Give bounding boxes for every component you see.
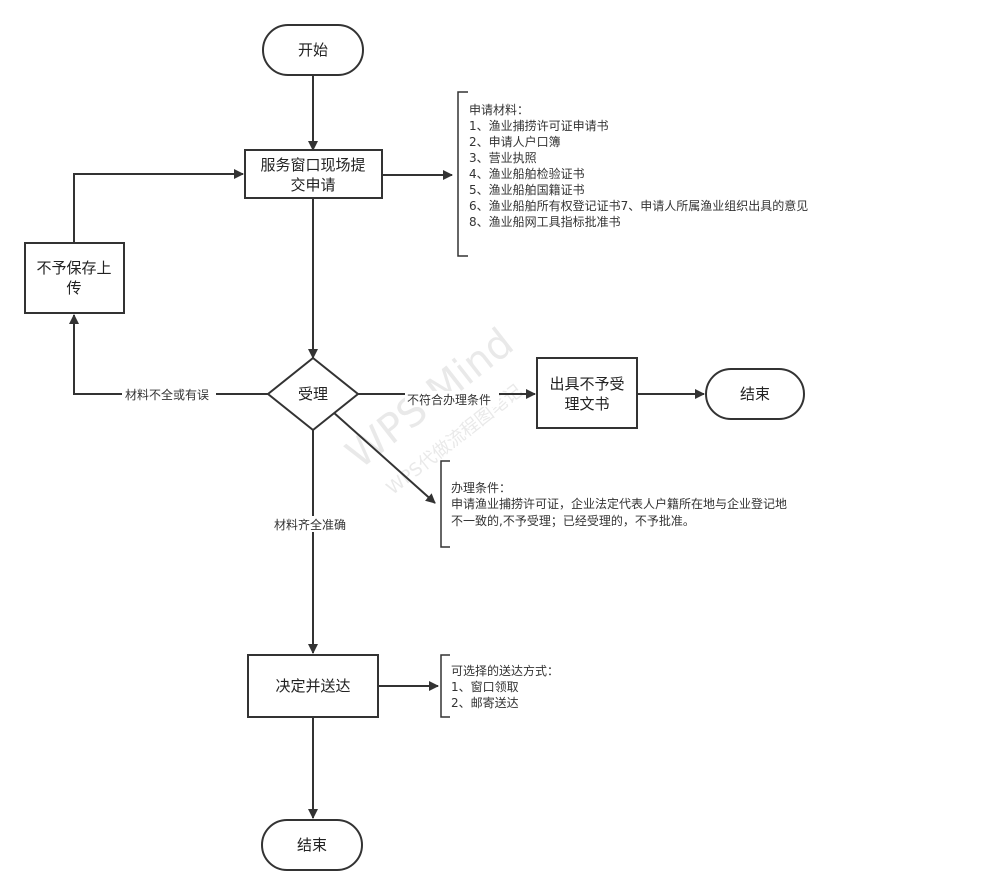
node-submit-line-1: 服务窗口现场提: [260, 156, 365, 174]
note-materials-line-7: 6、渔业船舶所有权登记证书7、申请人所属渔业组织出具的意见: [469, 198, 808, 213]
node-submit: 服务窗口现场提 交申请: [244, 149, 383, 199]
edge-not-saved-to-submit: [73, 169, 244, 243]
note-conditions: 办理条件： 申请渔业捕捞许可证，企业法定代表人户籍所在地与企业登记地 不一致的,…: [440, 460, 787, 548]
note-materials-line-2: 1、渔业捕捞许可证申请书: [469, 118, 609, 133]
node-reject-doc: 出具不予受 理文书: [536, 357, 638, 429]
edge-accept-to-conditions-note: [332, 411, 436, 504]
node-accept-label: 受理: [298, 385, 328, 403]
note-materials-line-5: 4、渔业船舶检验证书: [469, 166, 585, 181]
node-not-saved-line-2: 传: [66, 279, 81, 297]
note-delivery: 可选择的送达方式： 1、窗口领取 2、邮寄送达: [440, 654, 559, 718]
label-not-qualified: 不符合办理条件: [407, 392, 491, 407]
node-end-right-label: 结束: [740, 385, 770, 403]
node-submit-line-2: 交申请: [290, 176, 335, 194]
node-start-label: 开始: [298, 41, 328, 59]
node-accept: 受理: [266, 356, 360, 432]
edge-accept-to-not-saved: [69, 314, 268, 395]
note-delivery-line-1: 可选择的送达方式：: [451, 663, 559, 678]
node-not-saved-line-1: 不予保存上: [36, 259, 111, 277]
node-not-saved: 不予保存上 传: [24, 242, 125, 314]
label-incomplete: 材料不全或有误: [125, 387, 209, 402]
node-decide-label: 决定并送达: [275, 677, 350, 695]
edge-labels: 材料不全或有误 不符合办理条件 材料齐全准确: [122, 386, 499, 532]
note-conditions-line-2: 申请渔业捕捞许可证，企业法定代表人户籍所在地与企业登记地: [451, 496, 787, 511]
note-materials-line-6: 5、渔业船舶国籍证书: [469, 182, 585, 197]
node-start: 开始: [262, 24, 364, 76]
note-delivery-line-3: 2、邮寄送达: [451, 695, 519, 710]
note-materials-line-1: 申请材料：: [469, 103, 529, 117]
label-complete: 材料齐全准确: [274, 517, 346, 532]
note-materials-line-3: 2、申请人户口簿: [469, 134, 561, 149]
node-reject-doc-line-1: 出具不予受: [549, 375, 624, 393]
note-materials-line-8: 8、渔业船网工具指标批准书: [469, 214, 621, 229]
note-conditions-line-3: 不一致的,不予受理；已经受理的，不予批准。: [451, 513, 695, 528]
note-materials-line-4: 3、营业执照: [469, 151, 537, 165]
node-end-bottom: 结束: [261, 819, 363, 871]
node-reject-doc-line-2: 理文书: [564, 395, 609, 413]
note-materials: 申请材料： 1、渔业捕捞许可证申请书 2、申请人户口簿 3、营业执照 4、渔业船…: [457, 91, 808, 257]
node-decide: 决定并送达: [247, 654, 379, 718]
node-end-right: 结束: [705, 368, 805, 420]
note-delivery-line-2: 1、窗口领取: [451, 680, 519, 694]
note-conditions-line-1: 办理条件：: [451, 480, 511, 495]
node-end-bottom-label: 结束: [297, 836, 327, 854]
edges: [69, 75, 705, 819]
